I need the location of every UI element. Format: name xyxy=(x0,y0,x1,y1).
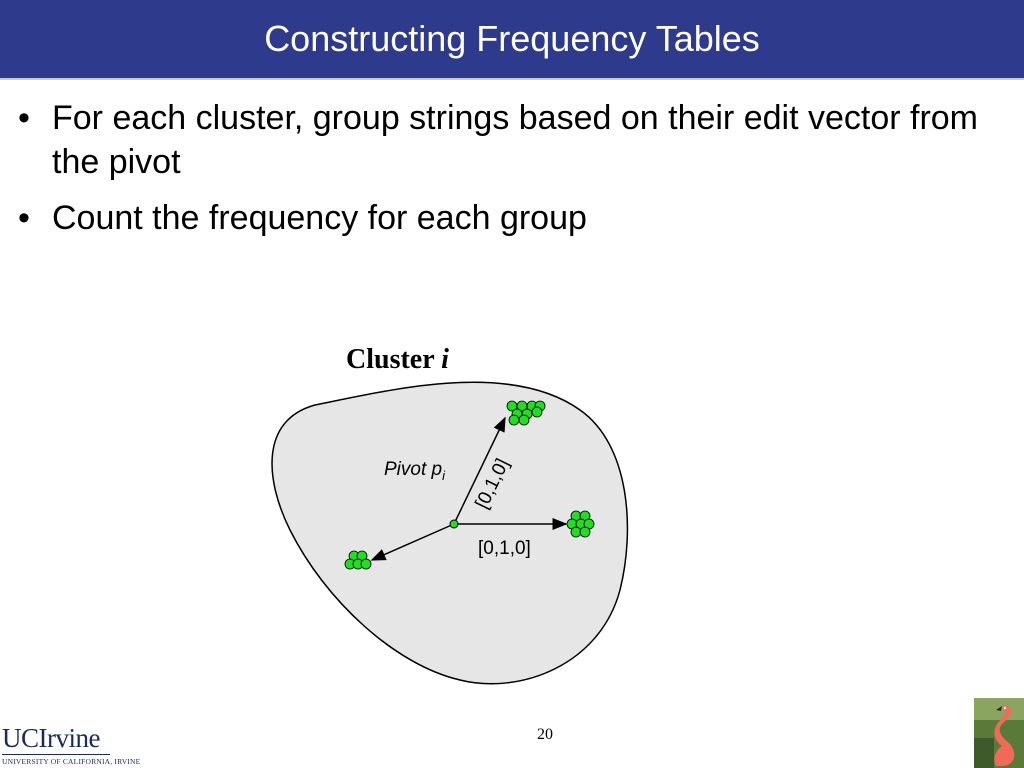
cluster-heading: Cluster i xyxy=(346,344,449,375)
bullet-text: For each cluster, group strings based on… xyxy=(52,99,979,181)
uci-logo-rule xyxy=(2,754,110,755)
edge-arrow-up xyxy=(453,416,506,525)
bullet-item: • For each cluster, group strings based … xyxy=(18,96,978,184)
bullet-list: • For each cluster, group strings based … xyxy=(18,96,978,252)
edge-arrow-left xyxy=(370,523,455,561)
pivot-node xyxy=(449,519,459,529)
bullet-marker: • xyxy=(18,99,30,137)
slide-title: Constructing Frequency Tables xyxy=(264,18,760,59)
string-group-right xyxy=(566,510,595,538)
bullet-marker: • xyxy=(18,199,30,237)
uci-logo-text: UCIrvine xyxy=(2,723,100,753)
uci-logo-subtext: UNIVERSITY OF CALIFORNIA, IRVINE xyxy=(2,757,141,766)
bullet-text: Count the frequency for each group xyxy=(52,199,587,237)
flamingo-image xyxy=(974,698,1024,768)
cluster-region xyxy=(271,381,629,685)
pivot-label: Pivot pi xyxy=(384,459,446,483)
edge-label-right: [0,1,0] xyxy=(478,538,531,559)
cluster-diagram: Cluster i xyxy=(250,330,650,700)
string-group-top xyxy=(506,400,546,426)
title-bar: Constructing Frequency Tables xyxy=(0,0,1024,80)
bullet-item: • Count the frequency for each group xyxy=(18,196,978,240)
uci-logo: UCIrvine UNIVERSITY OF CALIFORNIA, IRVIN… xyxy=(2,723,141,766)
cluster-diagram-svg: Cluster i xyxy=(271,344,629,685)
page-number: 20 xyxy=(537,726,553,743)
flamingo-icon xyxy=(974,698,1024,768)
string-group-left xyxy=(344,550,372,570)
